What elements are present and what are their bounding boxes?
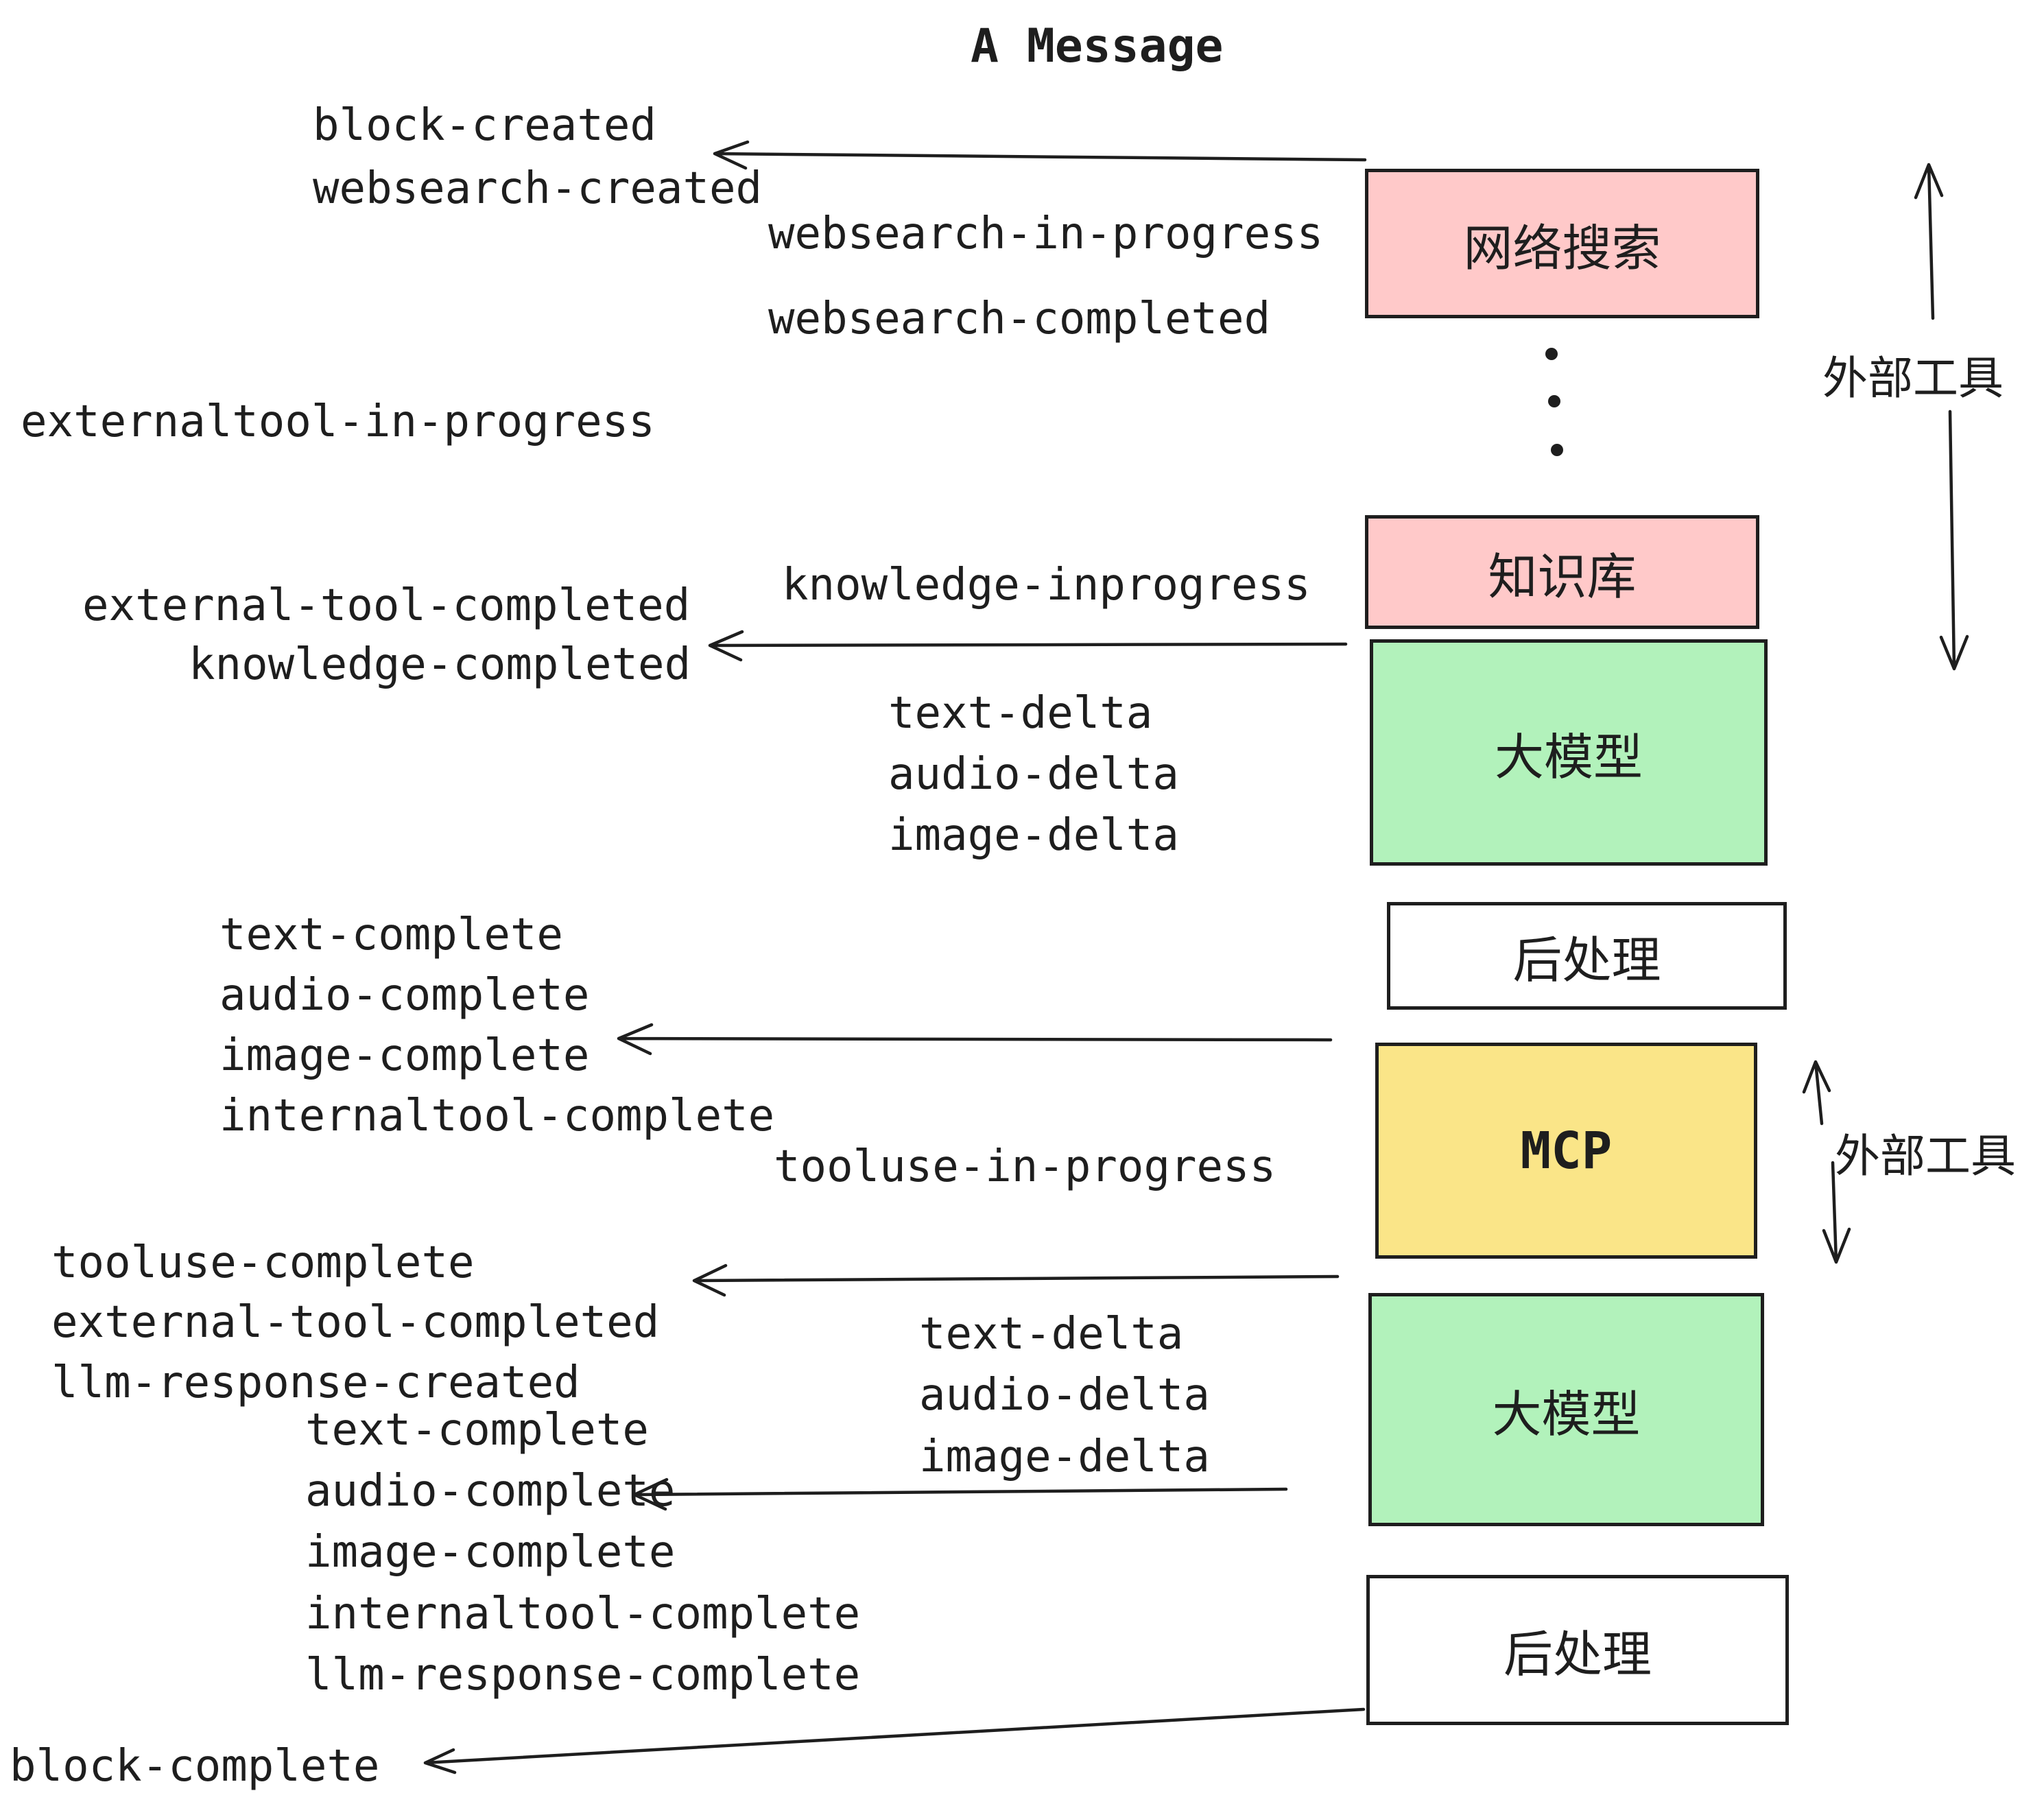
external-tools-down-arrow-top — [1939, 410, 1969, 671]
box-websearch: 网络搜索 — [1365, 169, 1759, 318]
event-audio-delta-2: audio-delta — [919, 1370, 1210, 1421]
event-text-delta-2: text-delta — [919, 1309, 1184, 1360]
box-llm-1-label: 大模型 — [1494, 728, 1643, 786]
event-external-tool-completed-1: external-tool-completed — [82, 580, 691, 631]
external-tools-up-arrow-top — [1914, 163, 1944, 320]
box-llm-2-label: 大模型 — [1492, 1385, 1641, 1443]
box-websearch-label: 网络搜索 — [1463, 219, 1661, 277]
external-tools-down-arrow-mcp — [1822, 1161, 1851, 1264]
event-block-created: block-created — [313, 100, 656, 151]
event-internaltool-complete-1: internaltool-complete — [219, 1091, 775, 1141]
box-postprocess-2-label: 后处理 — [1503, 1626, 1652, 1683]
box-knowledge-base-label: 知识库 — [1488, 547, 1637, 606]
label-external-tools-mcp: 外部工具 — [1835, 1130, 2016, 1183]
event-external-tool-completed-2: external-tool-completed — [51, 1297, 660, 1348]
event-tooluse-in-progress: tooluse-in-progress — [774, 1141, 1276, 1192]
event-text-complete-2: text-complete — [305, 1405, 649, 1456]
event-image-delta-1: image-delta — [888, 810, 1179, 861]
event-knowledge-completed: knowledge-completed — [189, 639, 691, 690]
event-text-complete-1: text-complete — [219, 910, 563, 960]
event-image-complete-1: image-complete — [219, 1030, 590, 1081]
page-title: A Message — [971, 19, 1224, 73]
box-mcp-label: MCP — [1520, 1121, 1613, 1180]
event-llm-response-complete: llm-response-complete — [305, 1650, 861, 1700]
external-tools-up-arrow-mcp — [1802, 1060, 1831, 1126]
event-externaltool-in-progress: externaltool-in-progress — [21, 396, 655, 447]
event-text-delta-1: text-delta — [888, 688, 1153, 739]
event-websearch-created: websearch-created — [313, 163, 763, 214]
box-knowledge-base: 知识库 — [1365, 515, 1759, 629]
event-websearch-in-progress: websearch-in-progress — [768, 209, 1324, 259]
ellipsis-dots — [1545, 348, 1563, 456]
event-audio-complete-2: audio-complete — [305, 1466, 676, 1517]
event-websearch-completed: websearch-completed — [768, 294, 1271, 344]
event-image-delta-2: image-delta — [919, 1432, 1210, 1482]
arrow-to-knowledge-completed — [708, 630, 1348, 662]
arrow-to-audio-complete-2 — [632, 1477, 1288, 1511]
event-image-complete-2: image-complete — [305, 1527, 676, 1578]
box-mcp: MCP — [1375, 1043, 1757, 1259]
event-audio-complete-1: audio-complete — [219, 970, 590, 1021]
box-postprocess-1-label: 后处理 — [1512, 931, 1661, 989]
arrow-to-image-complete-1 — [617, 1023, 1333, 1056]
arrow-to-websearch-created — [713, 140, 1367, 170]
box-postprocess-2: 后处理 — [1366, 1575, 1789, 1725]
box-postprocess-1: 后处理 — [1387, 902, 1787, 1010]
box-llm-2: 大模型 — [1368, 1293, 1764, 1526]
label-external-tools-top: 外部工具 — [1822, 352, 2004, 405]
event-llm-response-created: llm-response-created — [51, 1357, 580, 1408]
box-llm-1: 大模型 — [1370, 639, 1768, 866]
arrow-to-block-complete — [423, 1707, 1366, 1775]
arrow-to-tooluse-complete — [692, 1263, 1340, 1297]
event-audio-delta-1: audio-delta — [888, 749, 1179, 800]
event-tooluse-complete: tooluse-complete — [51, 1237, 475, 1288]
event-knowledge-inprogress: knowledge-inprogress — [782, 560, 1311, 610]
event-internaltool-complete-2: internaltool-complete — [305, 1589, 861, 1639]
event-block-complete: block-complete — [10, 1741, 380, 1792]
